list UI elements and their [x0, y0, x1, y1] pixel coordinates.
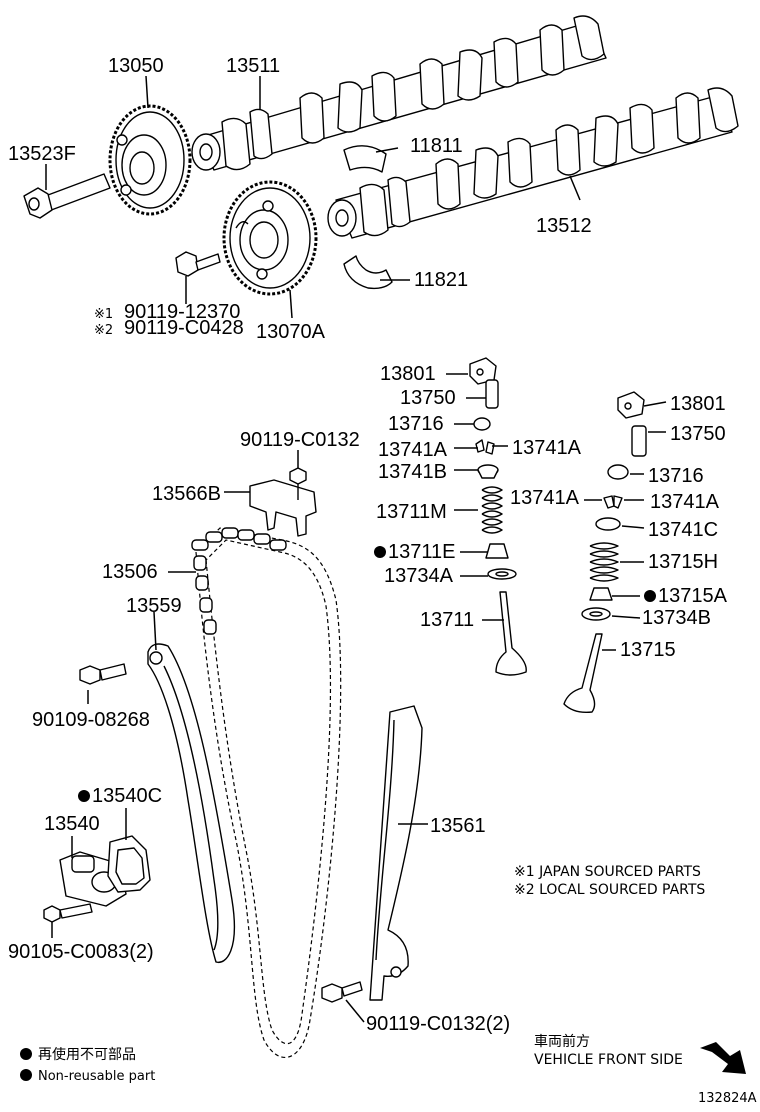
- mark-note2: ※2: [94, 323, 113, 338]
- bearing-11811[interactable]: [343, 145, 387, 173]
- shim-13716-right[interactable]: [607, 464, 629, 480]
- part-labels: 13050 13511 13523F 11811 13512 11821 ※1 …: [8, 55, 728, 1035]
- label-13801-left: 13801: [380, 363, 436, 385]
- rocker-arm-13801-right[interactable]: [617, 391, 645, 419]
- label-90109-08268: 90109-08268: [32, 709, 150, 731]
- label-13711: 13711: [420, 609, 474, 631]
- retainer-13741B[interactable]: [477, 464, 499, 479]
- bolt-90119-12370[interactable]: [175, 251, 221, 277]
- label-13750-left: 13750: [400, 387, 456, 409]
- note-japan-sourced: ※1 JAPAN SOURCED PARTS: [514, 864, 701, 880]
- label-13050: 13050: [108, 55, 164, 77]
- chain-slipper-13559[interactable]: [147, 643, 236, 964]
- washer-13734B[interactable]: [581, 607, 611, 621]
- label-13540: 13540: [44, 813, 100, 835]
- label-13741B: 13741B: [378, 461, 447, 483]
- label-13715A: 13715A: [658, 585, 728, 607]
- label-13715: 13715: [620, 639, 676, 661]
- front-arrow-icon: [700, 1042, 746, 1074]
- label-13716-left: 13716: [388, 413, 444, 435]
- label-13741A-right-2: 13741A: [650, 491, 720, 513]
- label-13741A-left-2: 13741A: [512, 437, 582, 459]
- retainer-13741C[interactable]: [595, 517, 621, 531]
- valve-spring-13711M[interactable]: [481, 486, 503, 534]
- label-11811: 11811: [410, 135, 463, 157]
- washer-13734A[interactable]: [487, 568, 517, 580]
- bolt-90119-C0132-bottom[interactable]: [321, 981, 363, 1003]
- label-11821: 11821: [414, 269, 468, 291]
- label-13711M: 13711M: [376, 501, 447, 523]
- camshaft-13511[interactable]: [191, 15, 607, 171]
- chain-guide-13561[interactable]: [369, 705, 423, 1001]
- valve-13711[interactable]: [495, 591, 527, 676]
- leader-lines: [45, 75, 667, 1023]
- label-13741A-right-1: 13741A: [510, 487, 580, 509]
- label-13711E: 13711E: [388, 541, 455, 563]
- camshaft-13512[interactable]: [327, 87, 739, 239]
- label-90119-C0428: 90119-C0428: [124, 317, 244, 339]
- valve-spring-13715H[interactable]: [589, 542, 619, 582]
- bolt-90105-C0083[interactable]: [43, 903, 93, 923]
- direction-text-en: VEHICLE FRONT SIDE: [534, 1052, 683, 1068]
- non-reusable-dot-13711E: [374, 546, 386, 558]
- chain-guide-13566B[interactable]: [249, 479, 317, 537]
- timing-chain-13506[interactable]: [191, 527, 342, 1058]
- label-13512: 13512: [536, 215, 592, 237]
- label-13540C: 13540C: [92, 785, 162, 807]
- non-reusable-dot-13715A: [644, 590, 656, 602]
- keeper-13741A-right[interactable]: [603, 495, 623, 509]
- label-13566B: 13566B: [152, 483, 221, 505]
- label-13734A: 13734A: [384, 565, 454, 587]
- label-13561: 13561: [430, 815, 486, 837]
- legend-text-jp: 再使用不可部品: [38, 1046, 136, 1063]
- legend: 再使用不可部品 Non-reusable part: [20, 1046, 155, 1084]
- label-90105-C0083: 90105-C0083(2): [8, 941, 154, 963]
- keeper-13741A-left[interactable]: [475, 439, 495, 455]
- legend-text-en: Non-reusable part: [38, 1069, 155, 1084]
- label-13741C: 13741C: [648, 519, 718, 541]
- sourcing-notes: ※1 JAPAN SOURCED PARTS ※2 LOCAL SOURCED …: [514, 864, 705, 898]
- label-13801-right: 13801: [670, 393, 726, 415]
- figure-id: 132824A: [698, 1091, 757, 1106]
- seal-13715A[interactable]: [589, 587, 613, 601]
- shim-13716-left[interactable]: [473, 417, 491, 431]
- label-13750-right: 13750: [670, 423, 726, 445]
- label-90119-12370: 90119-12370: [124, 301, 240, 323]
- non-reusable-dot-13540C: [78, 790, 90, 802]
- legend-dot-en: [20, 1069, 32, 1081]
- label-13070A: 13070A: [256, 321, 326, 343]
- label-13511: 13511: [226, 55, 280, 77]
- label-13506: 13506: [102, 561, 158, 583]
- bolt-90109-08268[interactable]: [79, 663, 127, 685]
- note-local-sourced: ※2 LOCAL SOURCED PARTS: [514, 882, 705, 898]
- bolt-13523F[interactable]: [23, 173, 111, 219]
- label-90119-C0132-bottom: 90119-C0132(2): [366, 1013, 510, 1035]
- front-direction: 車両前方 VEHICLE FRONT SIDE: [534, 1033, 746, 1074]
- label-13741A-left-1: 13741A: [378, 439, 448, 461]
- rocker-arm-13801-left[interactable]: [469, 357, 497, 385]
- mark-note1: ※1: [94, 307, 113, 322]
- seal-13711E[interactable]: [485, 543, 509, 559]
- label-13716-right: 13716: [648, 465, 704, 487]
- legend-dot-jp: [20, 1048, 32, 1060]
- label-90119-C0132-top: 90119-C0132: [240, 429, 360, 451]
- gasket-13540C[interactable]: [107, 835, 151, 893]
- cam-timing-sprocket-13050[interactable]: [108, 104, 192, 216]
- label-13715H: 13715H: [648, 551, 718, 573]
- valve-13715[interactable]: [563, 633, 603, 714]
- label-13734B: 13734B: [642, 607, 711, 629]
- label-13559: 13559: [126, 595, 182, 617]
- bearing-11821[interactable]: [343, 255, 393, 290]
- lash-adjuster-13750-left[interactable]: [485, 379, 499, 409]
- cam-timing-sprocket-13070A[interactable]: [222, 180, 318, 296]
- lash-adjuster-13750-right[interactable]: [631, 425, 647, 457]
- label-13523F: 13523F: [8, 143, 76, 165]
- direction-text-jp: 車両前方: [534, 1033, 590, 1050]
